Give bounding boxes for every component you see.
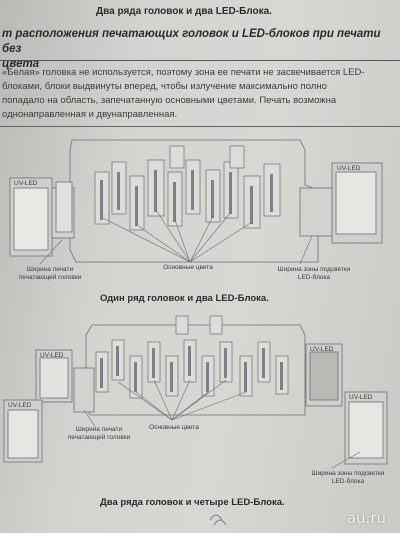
- label-zone-width: Ширина зоны подсветки LED-блока: [311, 470, 385, 485]
- watermark-logo: au.ru: [346, 509, 386, 527]
- description-paragraph: «Белая» головка не используется, поэтому…: [0, 66, 400, 122]
- printhead: [209, 315, 223, 335]
- printhead: [229, 145, 245, 169]
- pointer-line: [83, 409, 97, 429]
- nozzle-row: [116, 346, 119, 376]
- pointer-line: [136, 224, 191, 263]
- binding-ring: [213, 519, 227, 526]
- nozzle-row: [211, 180, 214, 218]
- nozzle-row: [280, 362, 283, 390]
- paragraph-line: «Белая» головка не используется, поэтому…: [2, 67, 365, 78]
- uv-led-left-label: UV-LED: [14, 180, 38, 187]
- nozzle-row: [100, 358, 103, 388]
- pointer-line: [135, 391, 173, 421]
- label-print-width: Ширина печати печатающей головки: [18, 266, 82, 281]
- pointer-line: [155, 209, 191, 263]
- nozzle-row: [135, 186, 138, 226]
- divider: [0, 60, 400, 61]
- uv-led-left-bottom-label: UV-LED: [8, 402, 32, 409]
- nozzle-row: [152, 348, 155, 378]
- uv-led-left-lamp: [13, 187, 49, 251]
- pointer-line: [117, 381, 173, 421]
- uv-led-right-top-label: UV-LED: [310, 346, 334, 353]
- label-main-colors: Основные цвета: [149, 424, 199, 431]
- nozzle-row: [100, 180, 103, 220]
- nozzle-row: [173, 182, 176, 222]
- nozzle-row: [224, 348, 227, 378]
- pointer-line: [171, 391, 247, 421]
- label-print-width: Ширина печати печатающей головки: [67, 426, 131, 441]
- led-mount-right: [299, 187, 333, 237]
- nozzle-row: [250, 186, 253, 224]
- paragraph-line: однонаправленная и двунаправленная.: [2, 109, 178, 120]
- printhead: [169, 145, 185, 169]
- binding-ring: [209, 514, 223, 521]
- uv-led-right-label: UV-LED: [337, 165, 361, 172]
- section-heading-line-1: т расположения печатающих головок и LED-…: [2, 28, 381, 55]
- uv-led-left-bottom-lamp: [7, 409, 39, 459]
- nozzle-row: [270, 174, 273, 212]
- nozzle-row: [170, 362, 173, 392]
- pointer-line: [189, 211, 232, 263]
- carriage-outline-2: [85, 324, 306, 416]
- page-title: Два ряда головок и два LED-Блока.: [96, 6, 272, 17]
- nozzle-row: [117, 172, 120, 210]
- pointer-line: [189, 215, 214, 263]
- nozzle-row: [229, 172, 232, 214]
- uv-led-right-lamp: [335, 171, 377, 235]
- led-mount-left-2: [73, 367, 95, 413]
- uv-led-right-bottom-label: UV-LED: [349, 394, 373, 401]
- paragraph-line: попадало на область, запечатанную основн…: [2, 95, 337, 106]
- nozzle-row: [154, 170, 157, 212]
- section-heading-line-2: цвета: [2, 58, 40, 70]
- divider: [0, 126, 400, 127]
- label-main-colors: Основные цвета: [163, 264, 213, 271]
- nozzle-row: [206, 362, 209, 392]
- pointer-line: [39, 239, 63, 265]
- pointer-line: [299, 235, 313, 265]
- paragraph-line: блоками, блоки выдвинуты вперед, чтобы и…: [2, 81, 327, 92]
- uv-led-right-bottom-lamp: [348, 401, 384, 459]
- printhead: [175, 315, 189, 335]
- pointer-line: [189, 221, 253, 263]
- nozzle-row: [188, 346, 191, 376]
- diagram-2-caption: Два ряда головок и четыре LED-Блока.: [100, 497, 285, 508]
- pointer-line: [102, 217, 191, 263]
- pointer-line: [153, 379, 173, 421]
- pointer-line: [171, 379, 191, 421]
- nozzle-row: [134, 362, 137, 392]
- pointer-line: [171, 379, 227, 421]
- uv-led-left-top-lamp: [39, 357, 69, 399]
- diagram-1-caption: Один ряд головок и два LED-Блока.: [100, 293, 269, 304]
- nozzle-row: [244, 362, 247, 392]
- printhead-white: [55, 181, 73, 233]
- uv-led-left-top-label: UV-LED: [40, 352, 64, 359]
- label-zone-width: Ширина зоны подсветки LED-блока: [277, 266, 351, 281]
- pointer-line: [331, 451, 361, 469]
- pointer-line: [174, 219, 191, 263]
- nozzle-row: [262, 348, 265, 378]
- nozzle-row: [191, 170, 194, 210]
- section-heading: т расположения печатающих головок и LED-…: [0, 27, 400, 72]
- uv-led-right-top-lamp: [309, 351, 339, 401]
